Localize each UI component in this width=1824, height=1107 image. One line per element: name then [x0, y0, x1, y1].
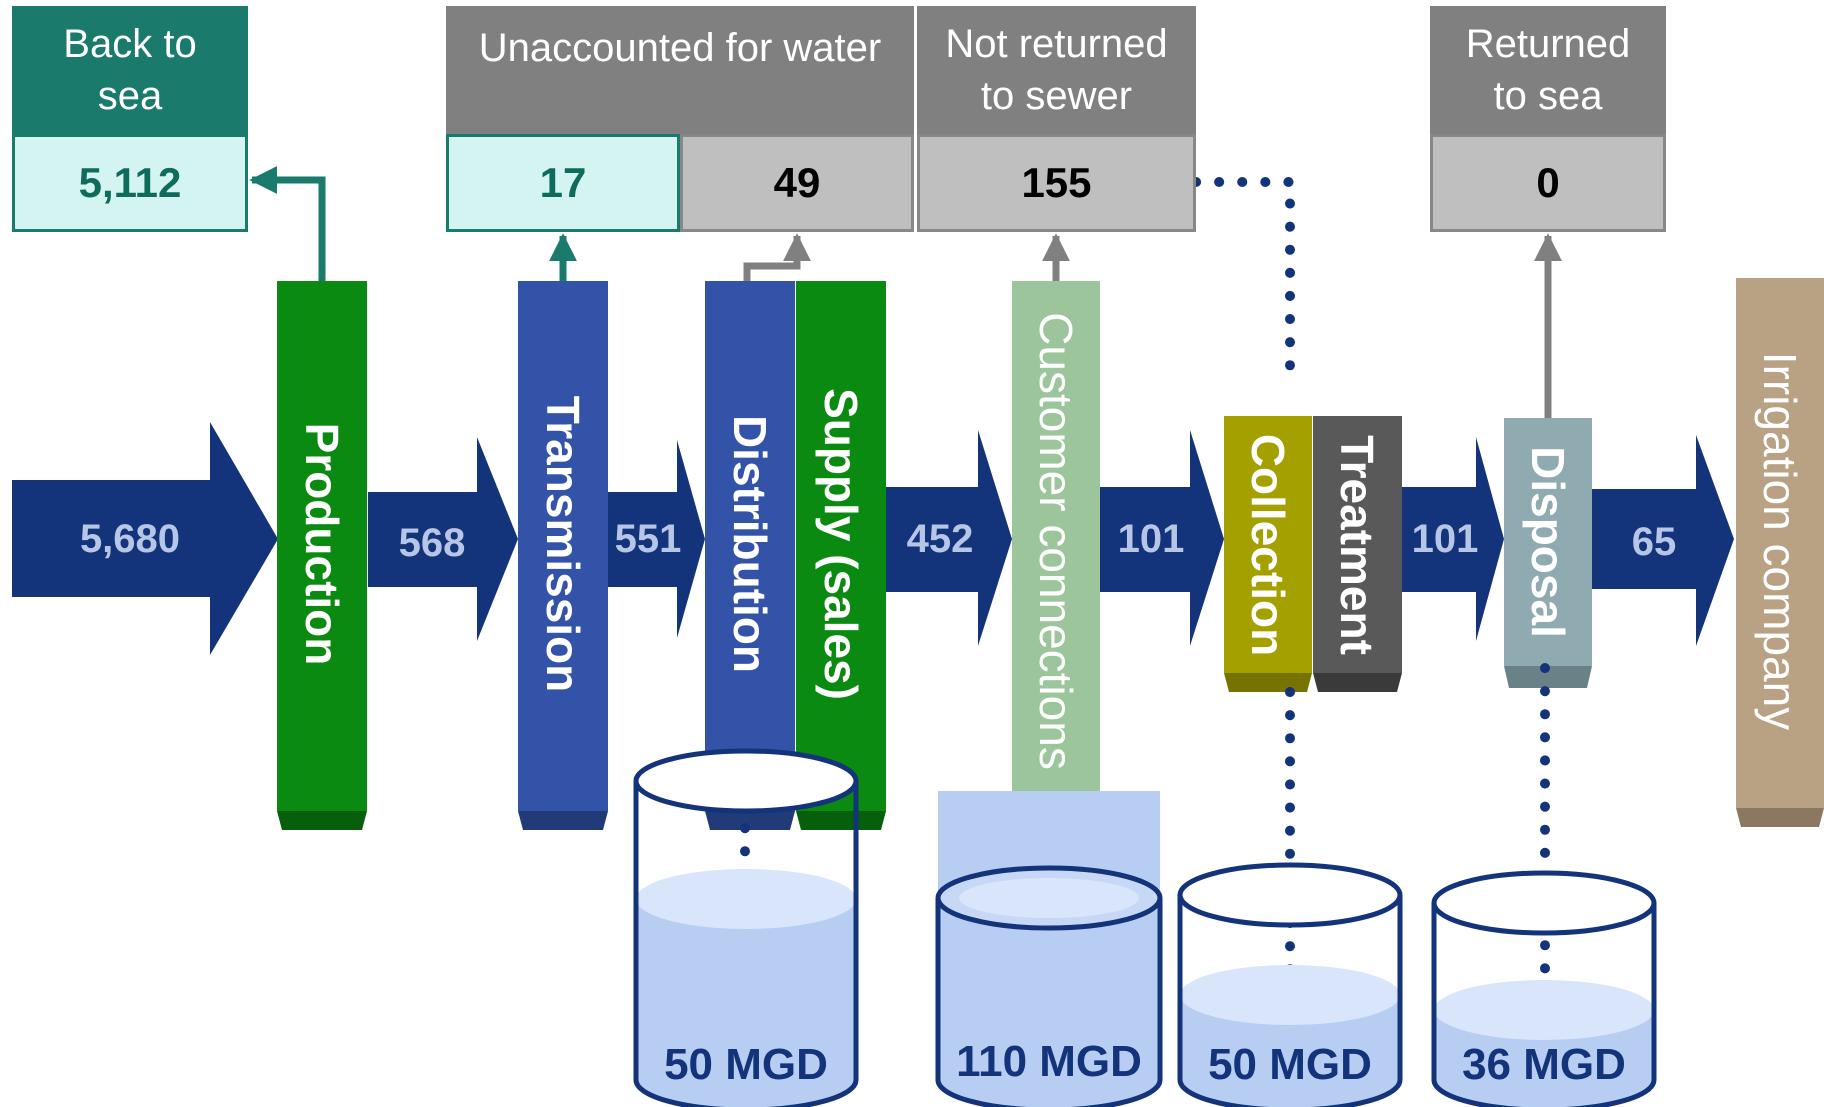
tank-capacity-1: 50 MGD — [664, 1040, 828, 1089]
returned-to-sea-header: Returned to sea — [1430, 6, 1666, 134]
flow-arrow-disposal-irrigation — [1592, 435, 1734, 646]
flow-arrow-input — [12, 422, 278, 655]
flow-value-customers-collection: 101 — [1117, 517, 1185, 561]
stage-supply-sales — [796, 281, 886, 830]
stage-collection — [1224, 416, 1312, 692]
flow-value-treatment-disposal: 101 — [1411, 517, 1479, 561]
unaccounted-for-water-header: Unaccounted for water — [446, 6, 914, 134]
label-treatment: Treatment — [1331, 435, 1383, 655]
stage-customer-connections — [1012, 281, 1100, 830]
label-supply-sales: Supply (sales) — [815, 388, 867, 700]
storage-tank-4 — [1431, 870, 1657, 1107]
flow-value-disposal-irrigation: 65 — [1631, 520, 1677, 564]
tank-capacity-2: 110 MGD — [956, 1037, 1142, 1086]
stage-irrigation-company — [1736, 278, 1824, 827]
flow-value-supply-customers: 452 — [906, 517, 974, 561]
stage-disposal — [1504, 418, 1592, 688]
unaccounted-distribution-value: 49 — [680, 134, 914, 232]
label-transmission: Transmission — [537, 395, 589, 693]
connector-distribution-unaccounted — [743, 233, 811, 281]
label-disposal: Disposal — [1522, 446, 1574, 638]
label-irrigation-company: Irrigation company — [1754, 351, 1806, 731]
stage-transmission — [518, 281, 608, 830]
storage-tank-2 — [935, 791, 1163, 1107]
storage-tank-3 — [1177, 862, 1403, 1107]
flow-value-production-transmission: 568 — [398, 521, 466, 565]
not-returned-to-sewer-header: Not returned to sewer — [917, 6, 1196, 134]
tank-capacity-4: 36 MGD — [1462, 1040, 1626, 1089]
flow-arrow-supply-customers — [886, 430, 1012, 646]
label-production: Production — [296, 422, 348, 666]
back-to-sea-value: 5,112 — [12, 134, 248, 232]
connector-production-back-to-sea — [249, 166, 326, 281]
flow-value-transmission-distribution: 551 — [614, 517, 682, 561]
dotted-connector-collection-not-returned — [1191, 177, 1295, 383]
stage-treatment — [1313, 416, 1402, 692]
flow-value-input: 5,680 — [79, 517, 181, 561]
stage-distribution — [705, 281, 795, 830]
label-distribution: Distribution — [724, 414, 776, 674]
storage-tank-1 — [633, 748, 859, 1107]
label-collection: Collection — [1242, 433, 1294, 657]
back-to-sea-header: Back to sea — [12, 6, 248, 134]
returned-to-sea-value: 0 — [1430, 134, 1666, 232]
not-returned-to-sewer-value: 155 — [917, 134, 1196, 232]
flow-arrow-production-transmission — [368, 437, 518, 641]
flow-arrow-transmission-distribution — [608, 440, 705, 638]
stage-production — [277, 281, 367, 830]
flow-arrow-treatment-disposal — [1402, 437, 1504, 641]
flow-arrow-customers-collection — [1100, 430, 1224, 646]
tank-capacity-3: 50 MGD — [1208, 1040, 1372, 1089]
label-customer-connections: Customer connections — [1030, 312, 1082, 770]
unaccounted-transmission-value: 17 — [446, 134, 680, 232]
